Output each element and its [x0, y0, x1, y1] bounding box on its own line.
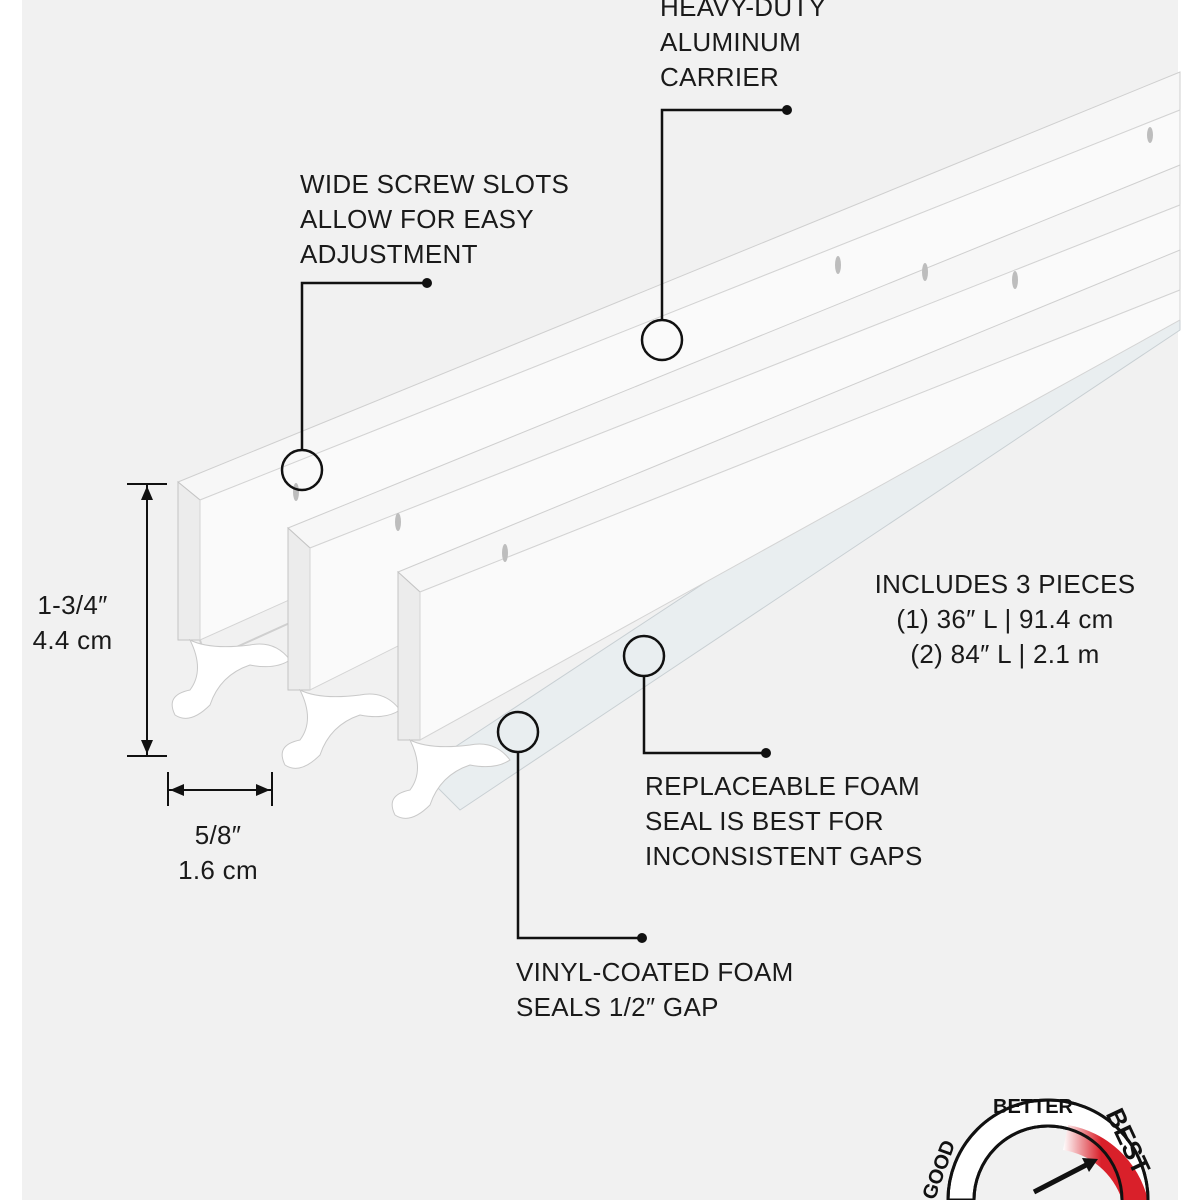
rating-gauge: GOOD BETTER BEST	[919, 1096, 1156, 1200]
vinyl-callout-text: VINYL-COATED FOAM SEALS 1/2″ GAP	[516, 955, 794, 1025]
width-dimension-label: 5/8″ 1.6 cm	[150, 818, 286, 888]
callout-line: HEAVY-DUTY	[660, 0, 827, 22]
gauge-needle	[1032, 1160, 1092, 1195]
callout-line: VINYL-COATED FOAM	[516, 957, 794, 987]
height-metric: 4.4 cm	[32, 625, 113, 655]
rail-3	[391, 249, 1181, 819]
includes-pieces-text: INCLUDES 3 PIECES (1) 36″ L | 91.4 cm (2…	[855, 567, 1155, 672]
vinyl-callout-dot	[637, 933, 647, 943]
includes-heading: INCLUDES 3 PIECES	[874, 569, 1136, 599]
foam-seal-callout-leader	[622, 634, 766, 755]
foam-seal-callout-dot	[761, 748, 771, 758]
callout-line: ALUMINUM	[660, 27, 802, 57]
width-dimension-arrow	[167, 772, 273, 806]
callout-line: WIDE SCREW SLOTS	[300, 169, 570, 199]
height-dimension-label: 1-3/4″ 4.4 cm	[10, 588, 135, 658]
height-dimension-arrow	[127, 483, 167, 757]
height-imperial: 1-3/4″	[37, 590, 108, 620]
callout-line: ALLOW FOR EASY	[300, 204, 534, 234]
callout-line: SEALS 1/2″ GAP	[516, 992, 719, 1022]
carrier-callout-text: HEAVY-DUTY ALUMINUM CARRIER	[660, 0, 826, 95]
callout-line: ADJUSTMENT	[300, 239, 478, 269]
screw-slots-callout-leader	[280, 281, 427, 492]
includes-item: (2) 84″ L | 2.1 m	[910, 639, 1100, 669]
callout-line: INCONSISTENT GAPS	[645, 841, 923, 871]
includes-item: (1) 36″ L | 91.4 cm	[896, 604, 1114, 634]
width-metric: 1.6 cm	[178, 855, 258, 885]
callout-line: SEAL IS BEST FOR	[645, 806, 884, 836]
callout-line: CARRIER	[660, 62, 780, 92]
foam-seal-callout-text: REPLACEABLE FOAM SEAL IS BEST FOR INCONS…	[645, 769, 923, 874]
screw-slots-callout-dot	[422, 278, 432, 288]
callout-line: REPLACEABLE FOAM	[645, 771, 920, 801]
width-imperial: 5/8″	[194, 820, 242, 850]
gauge-best-segment	[1063, 1125, 1148, 1200]
carrier-callout-dot	[782, 105, 792, 115]
screw-slots-callout-text: WIDE SCREW SLOTS ALLOW FOR EASY ADJUSTME…	[300, 167, 569, 272]
carrier-callout-leader	[640, 108, 787, 362]
vinyl-callout-leader	[496, 710, 642, 940]
gauge-label-better: BETTER	[993, 1096, 1074, 1118]
